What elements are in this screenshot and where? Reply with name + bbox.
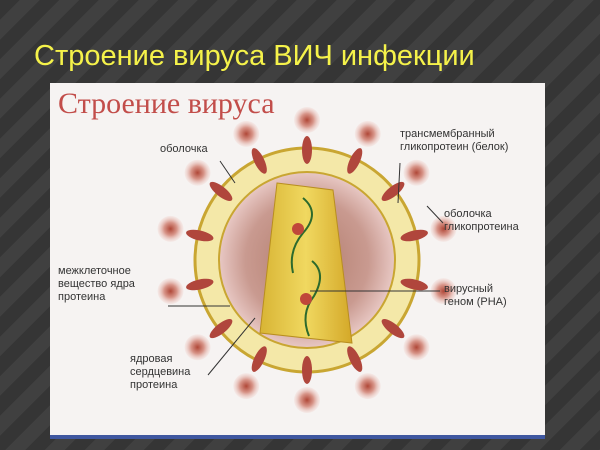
transmembrane-spike [302, 356, 312, 384]
transmembrane-spike [400, 229, 428, 242]
transmembrane-spike [400, 278, 428, 291]
glycoprotein-knob [354, 373, 381, 400]
glycoprotein-knob [430, 215, 457, 242]
glycoprotein-knob [403, 334, 430, 361]
transmembrane-spike [347, 148, 363, 174]
virus-figure: Строение вируса оболочка трансмембранный… [50, 83, 545, 439]
transmembrane-spike [251, 148, 267, 174]
virus-diagram [157, 107, 457, 413]
enzyme-dot [292, 223, 304, 235]
glycoprotein-knob [430, 278, 457, 305]
rna-strand [290, 197, 313, 274]
label-envelope: оболочка [160, 143, 208, 155]
leader-lines [168, 160, 444, 376]
transmembrane-spike [302, 136, 312, 164]
enzyme-dot [300, 293, 312, 305]
core-capsid [259, 182, 353, 344]
glycoprotein-knob [403, 159, 430, 186]
glycoprotein-knob [354, 120, 381, 147]
transmembrane-spike [209, 319, 233, 339]
glycoprotein-knob [233, 373, 260, 400]
figure-title: Строение вируса [58, 87, 275, 120]
slide-title: Строение вируса ВИЧ инфекции [34, 40, 475, 72]
glycoprotein-knob [157, 278, 184, 305]
rna-strand [304, 260, 321, 337]
transmembrane-spike [347, 346, 363, 372]
glycoprotein-knob [294, 107, 320, 133]
glycoprotein-knob [184, 334, 211, 361]
glycoprotein-knob [233, 120, 260, 147]
glycoprotein-knob [184, 159, 211, 186]
transmembrane-spike [209, 181, 233, 201]
glycoprotein-knob [294, 387, 320, 413]
transmembrane-spike [381, 319, 405, 339]
transmembrane-spike [186, 229, 214, 242]
transmembrane-spike [186, 278, 214, 291]
glycoprotein-knob [157, 215, 184, 242]
transmembrane-spike [251, 346, 267, 372]
